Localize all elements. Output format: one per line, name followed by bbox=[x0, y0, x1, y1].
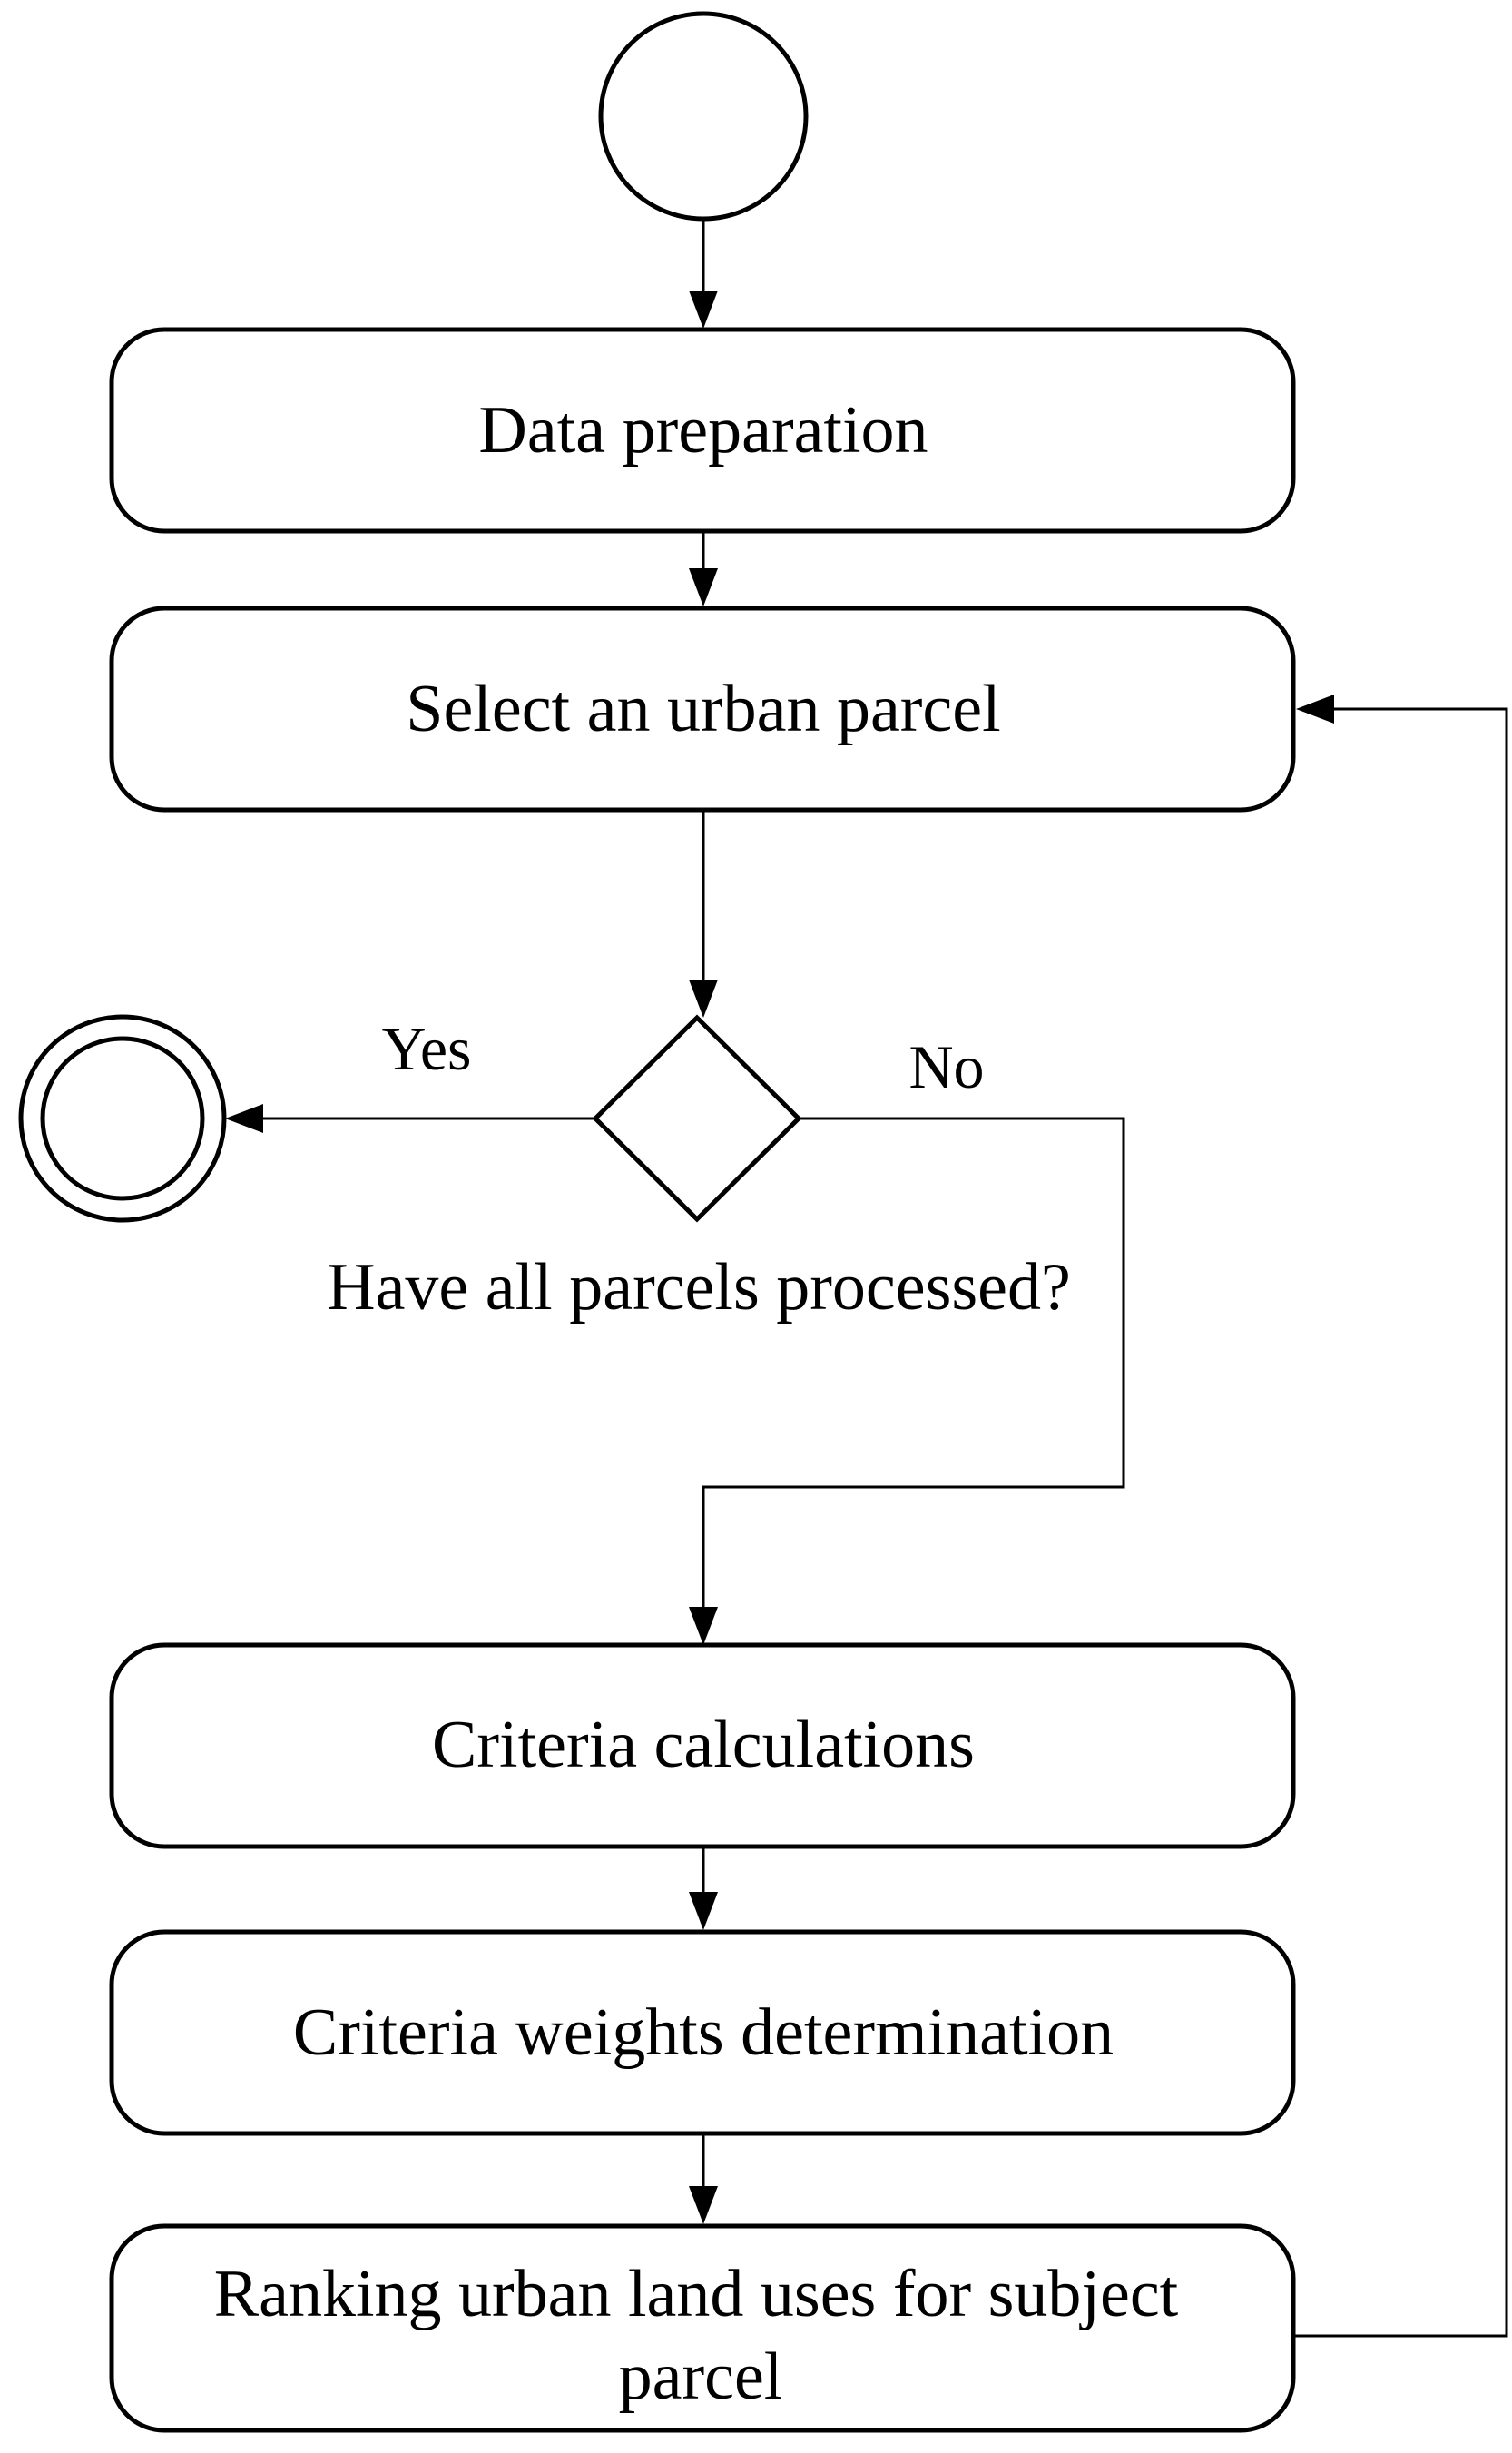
arrowhead-ranking bbox=[689, 2186, 718, 2224]
activity-select-parcel-label: Select an urban parcel bbox=[406, 672, 1000, 746]
decision-question-label: Have all parcels processed? bbox=[327, 1250, 1071, 1325]
end-node-inner bbox=[40, 1036, 205, 1201]
arrowhead-loop-select-parcel bbox=[1296, 695, 1334, 724]
edge-yes-label: Yes bbox=[382, 1014, 472, 1083]
activity-data-preparation-label: Data preparation bbox=[478, 393, 928, 468]
arrowhead-select-parcel bbox=[689, 568, 718, 606]
edge-no-to-criteria-calculations bbox=[702, 1117, 1125, 1607]
arrowhead-decision bbox=[689, 980, 718, 1018]
arrowhead-criteria-calculations bbox=[689, 1607, 718, 1645]
activity-criteria-calculations-label: Criteria calculations bbox=[432, 1708, 975, 1782]
start-node bbox=[598, 11, 809, 222]
activity-data-preparation bbox=[109, 327, 1296, 534]
activity-criteria-calculations bbox=[109, 1642, 1296, 1849]
arrowhead-data-preparation bbox=[689, 291, 718, 329]
activity-criteria-weights bbox=[109, 1929, 1296, 2136]
activity-ranking-label-line2: parcel bbox=[619, 2340, 783, 2414]
activity-ranking-label-line1: Ranking urban land uses for subject bbox=[214, 2257, 1179, 2331]
decision-node bbox=[592, 1014, 802, 1223]
arrowhead-end bbox=[225, 1104, 263, 1133]
activity-ranking-land-uses bbox=[109, 2223, 1296, 2433]
edge-ranking-loop-to-select-parcel bbox=[1293, 707, 1508, 2338]
activity-select-parcel bbox=[109, 606, 1296, 813]
arrowhead-criteria-weights bbox=[689, 1892, 718, 1930]
activity-criteria-weights-label: Criteria weights determination bbox=[293, 1995, 1114, 2070]
edge-no-label: No bbox=[908, 1032, 984, 1101]
